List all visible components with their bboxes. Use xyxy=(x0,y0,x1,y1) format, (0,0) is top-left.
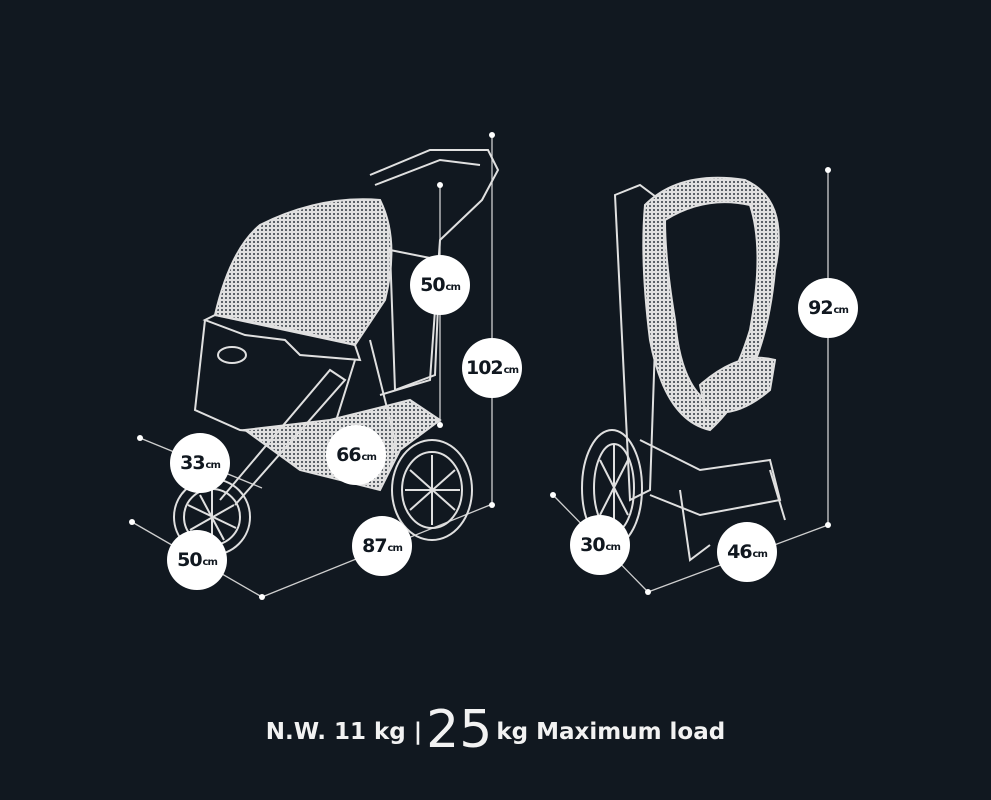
max-load-label: kg Maximum load xyxy=(496,719,726,745)
max-load-value: 25 xyxy=(426,700,493,760)
stroller-open-drawing xyxy=(173,149,500,556)
net-weight: N.W. 11 kg | xyxy=(265,719,423,745)
stroller-folded-drawing xyxy=(581,176,786,562)
